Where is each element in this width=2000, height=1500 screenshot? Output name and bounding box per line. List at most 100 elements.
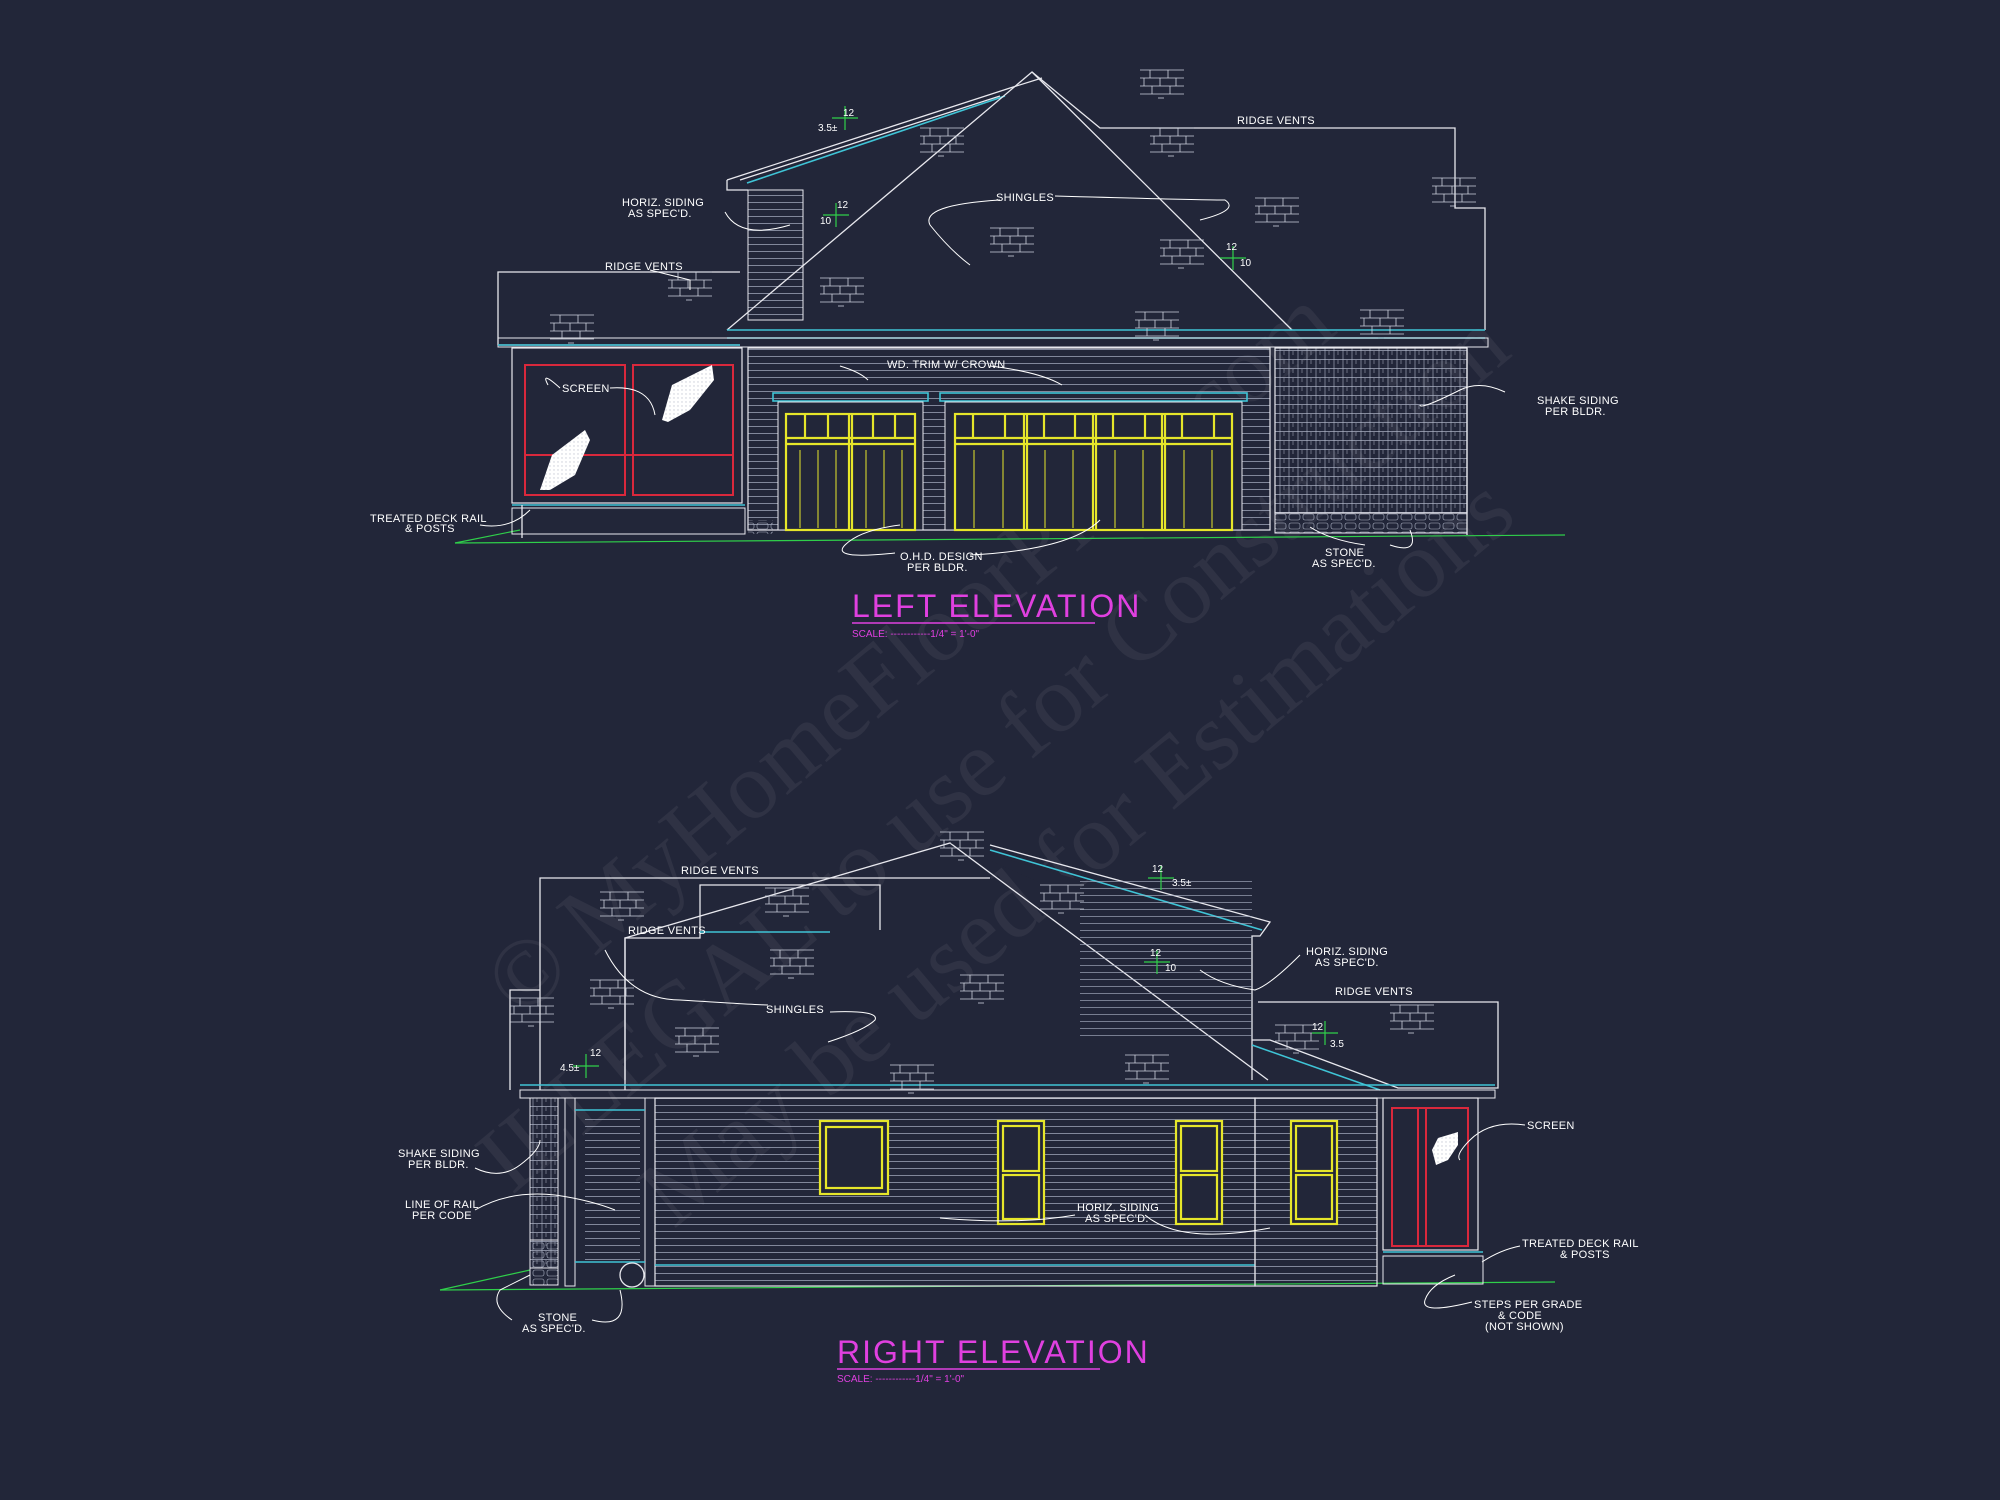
leader xyxy=(724,211,791,231)
pitch-rise: 3.5 xyxy=(1330,1039,1344,1050)
stone-base xyxy=(1274,512,1468,534)
upper-horizontal-siding xyxy=(747,189,804,321)
note-shake-siding: PER BLDR. xyxy=(1545,406,1606,418)
note-ridge-vents: RIDGE VENTS xyxy=(1335,986,1413,998)
screen-porch-frame xyxy=(511,347,743,504)
note-ohd-design: PER BLDR. xyxy=(907,562,968,574)
roof-shingle-symbol xyxy=(1134,311,1180,341)
elevation-title: LEFT ELEVATION xyxy=(852,588,1141,624)
note-ridge-vents: RIDGE VENTS xyxy=(628,925,706,937)
right-hip-roof xyxy=(1031,71,1486,330)
screen-highlight xyxy=(1432,1132,1458,1165)
note-stone: AS SPEC'D. xyxy=(1312,558,1376,570)
note-ridge-vents: RIDGE VENTS xyxy=(605,261,683,273)
pitch-run: 12 xyxy=(1226,242,1238,253)
roof-shingle-symbol xyxy=(1359,309,1405,339)
leader xyxy=(839,365,1063,386)
pitch-marker: 12 10 xyxy=(1220,242,1252,270)
roof-shingle-symbol xyxy=(1254,197,1300,227)
roof-shingle-symbol xyxy=(1149,127,1195,157)
leader xyxy=(1144,1214,1271,1235)
left-end-roof xyxy=(509,989,540,1090)
pitch-rise: 10 xyxy=(1240,258,1252,269)
leader xyxy=(928,199,1001,266)
screen-highlight-left xyxy=(540,430,590,490)
note-horiz-siding: HORIZ. SIDING xyxy=(1306,946,1388,958)
garage-stone-base xyxy=(748,520,773,534)
grade-line-slope xyxy=(454,529,521,544)
roof-shingle-symbol xyxy=(1124,1054,1170,1084)
window xyxy=(1289,1119,1339,1226)
pitch-rise: 4.5± xyxy=(560,1063,580,1074)
note-deck-rail: & POSTS xyxy=(405,523,455,535)
deck-rim xyxy=(1382,1255,1484,1285)
note-stone: AS SPEC'D. xyxy=(522,1323,586,1335)
stone-base xyxy=(529,1239,559,1286)
note-stone: STONE xyxy=(1325,547,1364,559)
note-screen: SCREEN xyxy=(1527,1120,1575,1132)
leader xyxy=(474,1139,541,1174)
note-screen: SCREEN xyxy=(562,383,610,395)
window xyxy=(1174,1119,1224,1226)
left-elevation: 12 3.5± 12 10 12 10 RIDGE VENTS RIDGE VE… xyxy=(370,69,1619,640)
garage-door-header-right xyxy=(939,392,1248,402)
roof-shingle-symbol xyxy=(989,227,1035,257)
garage-door-header-left xyxy=(772,392,929,402)
note-line-of-rail: LINE OF RAIL xyxy=(405,1199,479,1211)
leader xyxy=(1199,954,1301,991)
pitch-marker: 12 3.5 xyxy=(1312,1021,1344,1050)
note-deck-rail: TREATED DECK RAIL xyxy=(370,513,487,525)
leader xyxy=(841,519,1101,556)
note-horiz-siding: HORIZ. SIDING xyxy=(622,197,704,209)
elevation-scale: SCALE: ------------1/4" = 1'-0" xyxy=(837,1374,965,1385)
note-horiz-siding: HORIZ. SIDING xyxy=(1077,1202,1159,1214)
note-steps: & CODE xyxy=(1498,1310,1542,1322)
roof-shingle-symbol xyxy=(549,314,595,344)
elevation-title: RIGHT ELEVATION xyxy=(837,1334,1150,1370)
shake-siding-wall xyxy=(1274,347,1468,514)
leader xyxy=(604,949,769,1006)
pitch-rise: 3.5± xyxy=(818,123,838,134)
window xyxy=(818,1119,890,1196)
right-wing-roof xyxy=(1252,1001,1499,1089)
note-ohd-design: O.H.D. DESIGN xyxy=(900,551,983,563)
pitch-rise: 10 xyxy=(1165,963,1177,974)
pitch-rise: 3.5± xyxy=(1172,878,1192,889)
note-steps: (NOT SHOWN) xyxy=(1485,1321,1564,1333)
screen-panel-left xyxy=(524,364,626,496)
grade-line-slope xyxy=(439,1269,531,1291)
garage-door-double xyxy=(944,401,1243,532)
leader xyxy=(1054,195,1230,221)
roof-shingle-symbol xyxy=(1389,1004,1435,1034)
pitch-marker: 12 10 xyxy=(1144,948,1177,974)
pitch-run: 12 xyxy=(1150,948,1162,959)
main-soffit xyxy=(497,337,1489,348)
pitch-marker: 12 4.5± xyxy=(560,1048,602,1078)
roof-shingle-symbol xyxy=(1159,239,1205,269)
upper-shed-roof xyxy=(726,77,1043,191)
note-shake-siding: SHAKE SIDING xyxy=(1537,395,1619,407)
pitch-marker: 12 10 xyxy=(820,200,849,227)
screen-porch-frame xyxy=(1382,1097,1479,1251)
right-elevation: 12 3.5± 12 10 12 3.5 12 4.5± RI xyxy=(398,831,1639,1385)
elevation-scale: SCALE: ------------1/4" = 1'-0" xyxy=(852,629,980,640)
pitch-run: 12 xyxy=(1312,1022,1324,1033)
leader xyxy=(1458,1123,1526,1161)
roof-shingle-symbol xyxy=(1139,69,1185,99)
note-steps: STEPS PER GRADE xyxy=(1474,1299,1582,1311)
note-wd-trim: WD. TRIM W/ CROWN xyxy=(887,359,1006,371)
deck-rim xyxy=(511,507,746,535)
roof-shingle-symbol xyxy=(1431,177,1477,207)
pitch-rise: 10 xyxy=(820,216,832,227)
garage-door-single xyxy=(777,401,924,532)
leader xyxy=(827,1011,876,1043)
leader xyxy=(1419,385,1506,407)
upper-horizontal-siding xyxy=(1080,880,1252,1040)
note-ridge-vents: RIDGE VENTS xyxy=(1237,115,1315,127)
note-deck-rail: & POSTS xyxy=(1560,1249,1610,1261)
note-deck-rail: TREATED DECK RAIL xyxy=(1522,1238,1639,1250)
pitch-marker: 12 3.5± xyxy=(818,106,858,134)
right-wing-fascia xyxy=(1251,1044,1381,1091)
leader xyxy=(1481,1245,1521,1263)
